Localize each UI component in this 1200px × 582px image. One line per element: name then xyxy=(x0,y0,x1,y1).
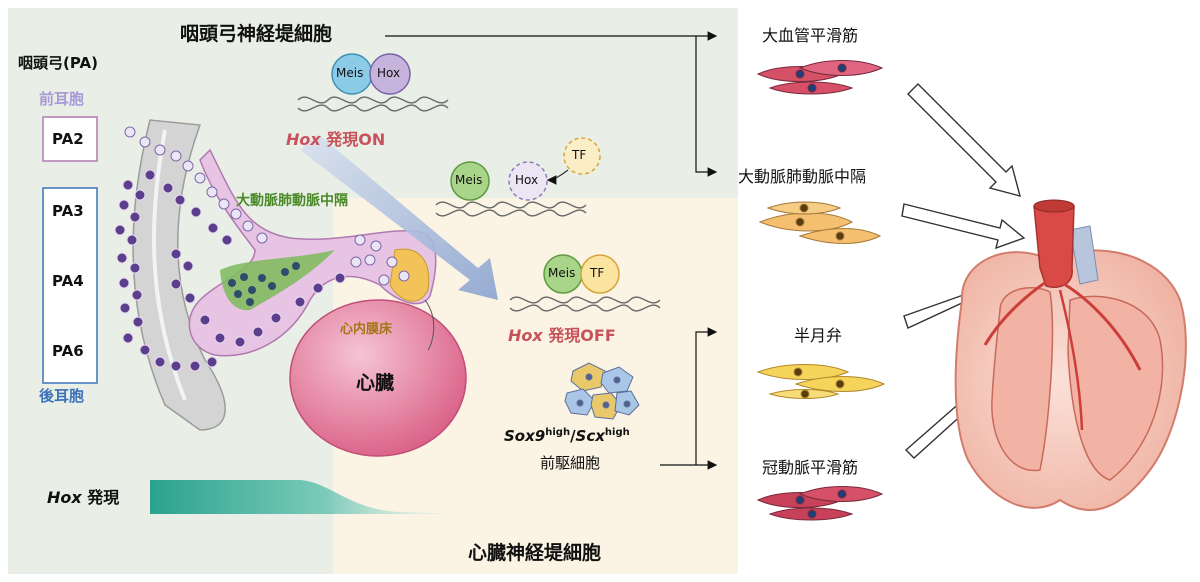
pa-title: 咽頭弓(PA) xyxy=(18,54,98,72)
meis-label-off: Meis xyxy=(548,266,576,280)
connector-bottom-branch xyxy=(695,327,718,465)
aortopulmonary-septum-region xyxy=(220,250,335,311)
hox-label-mid: Hox xyxy=(515,173,539,187)
scx-label: Scx xyxy=(575,427,605,445)
meis-label-top: Meis xyxy=(336,66,364,80)
hox-protein xyxy=(369,53,411,95)
pa2-label: PA2 xyxy=(52,130,84,148)
hox-off-label: Hox 発現OFF xyxy=(508,322,616,346)
heart-pointer xyxy=(424,299,435,351)
sox9-label: Sox9 xyxy=(504,427,546,445)
fate-septum: 大動脈肺動脈中隔 xyxy=(738,167,867,186)
scx-sup: high xyxy=(604,427,630,438)
sox9-sup: high xyxy=(545,427,571,438)
progenitor-markers: Sox9high/Scxhigh xyxy=(504,427,630,445)
hox-gene-name: Hox xyxy=(47,488,82,507)
hox-on-label: Hox 発現ON xyxy=(286,126,385,150)
neural-crest-cells xyxy=(114,169,346,372)
connector-top-branch xyxy=(695,36,718,177)
title-cardiac-neural-crest: 心臓神経堤細胞 xyxy=(468,542,602,564)
fate-semilunar-valve: 半月弁 xyxy=(794,326,843,345)
anterior-otic-label: 前耳胞 xyxy=(39,90,85,108)
pa4-label: PA4 xyxy=(52,272,84,290)
pale-neural-crest-cells xyxy=(124,126,410,286)
tf-protein-mid xyxy=(563,137,601,175)
fate-great-vessel: 大血管平滑筋 xyxy=(762,26,859,45)
adult-heart xyxy=(954,199,1187,511)
heart-label: 心臓 xyxy=(356,372,395,394)
posterior-otic-label: 後耳胞 xyxy=(39,387,85,405)
hox-off-text: 発現OFF xyxy=(548,326,616,345)
hox-expression-label: Hox 発現 xyxy=(47,484,119,508)
pa6-label: PA6 xyxy=(52,342,84,360)
top-panel-bg xyxy=(8,8,738,198)
endocardial-cushion-label: 心内膜床 xyxy=(340,322,393,337)
hox-expression-text: 発現 xyxy=(87,488,120,507)
dna-hox-off xyxy=(509,296,661,312)
embryonic-heart xyxy=(289,299,467,457)
meis-protein-mid xyxy=(450,161,490,201)
hox-off-gene: Hox xyxy=(508,326,543,345)
progenitor-cells xyxy=(564,362,640,420)
tf-arrow xyxy=(546,169,569,185)
hox-on-text: 発現ON xyxy=(326,130,386,149)
dna-middle xyxy=(435,201,587,217)
septum-label-green: 大動脈肺動脈中隔 xyxy=(236,193,348,209)
pa2-box xyxy=(42,116,98,162)
title-pharyngeal-arch-neural-crest: 咽頭弓神経堤細胞 xyxy=(180,23,333,45)
hox-on-gene: Hox xyxy=(286,130,321,149)
great-vessel-smooth-muscle-cells xyxy=(756,60,884,95)
hox-expression-gradient xyxy=(150,480,470,514)
hox-label-top: Hox xyxy=(377,66,401,80)
fate-coronary: 冠動脈平滑筋 xyxy=(762,458,859,477)
transition-arrow xyxy=(300,134,498,300)
tf-label-off: TF xyxy=(590,266,605,280)
progenitor-name: 前駆細胞 xyxy=(540,454,601,472)
marker-slash: / xyxy=(570,427,576,445)
pa3-label: PA3 xyxy=(52,202,84,220)
meis-label-mid: Meis xyxy=(455,173,483,187)
dna-hox-on xyxy=(297,96,449,112)
pharynx-highlight xyxy=(152,129,187,401)
tf-protein-off xyxy=(580,254,620,294)
pa3-6-box xyxy=(42,187,98,384)
coronary-smooth-muscle-cells xyxy=(756,486,884,521)
tf-label-mid: TF xyxy=(572,148,587,162)
semilunar-valve-cells xyxy=(756,364,886,399)
septum-mesenchymal-cells xyxy=(758,201,882,244)
septum-cells xyxy=(228,262,300,306)
